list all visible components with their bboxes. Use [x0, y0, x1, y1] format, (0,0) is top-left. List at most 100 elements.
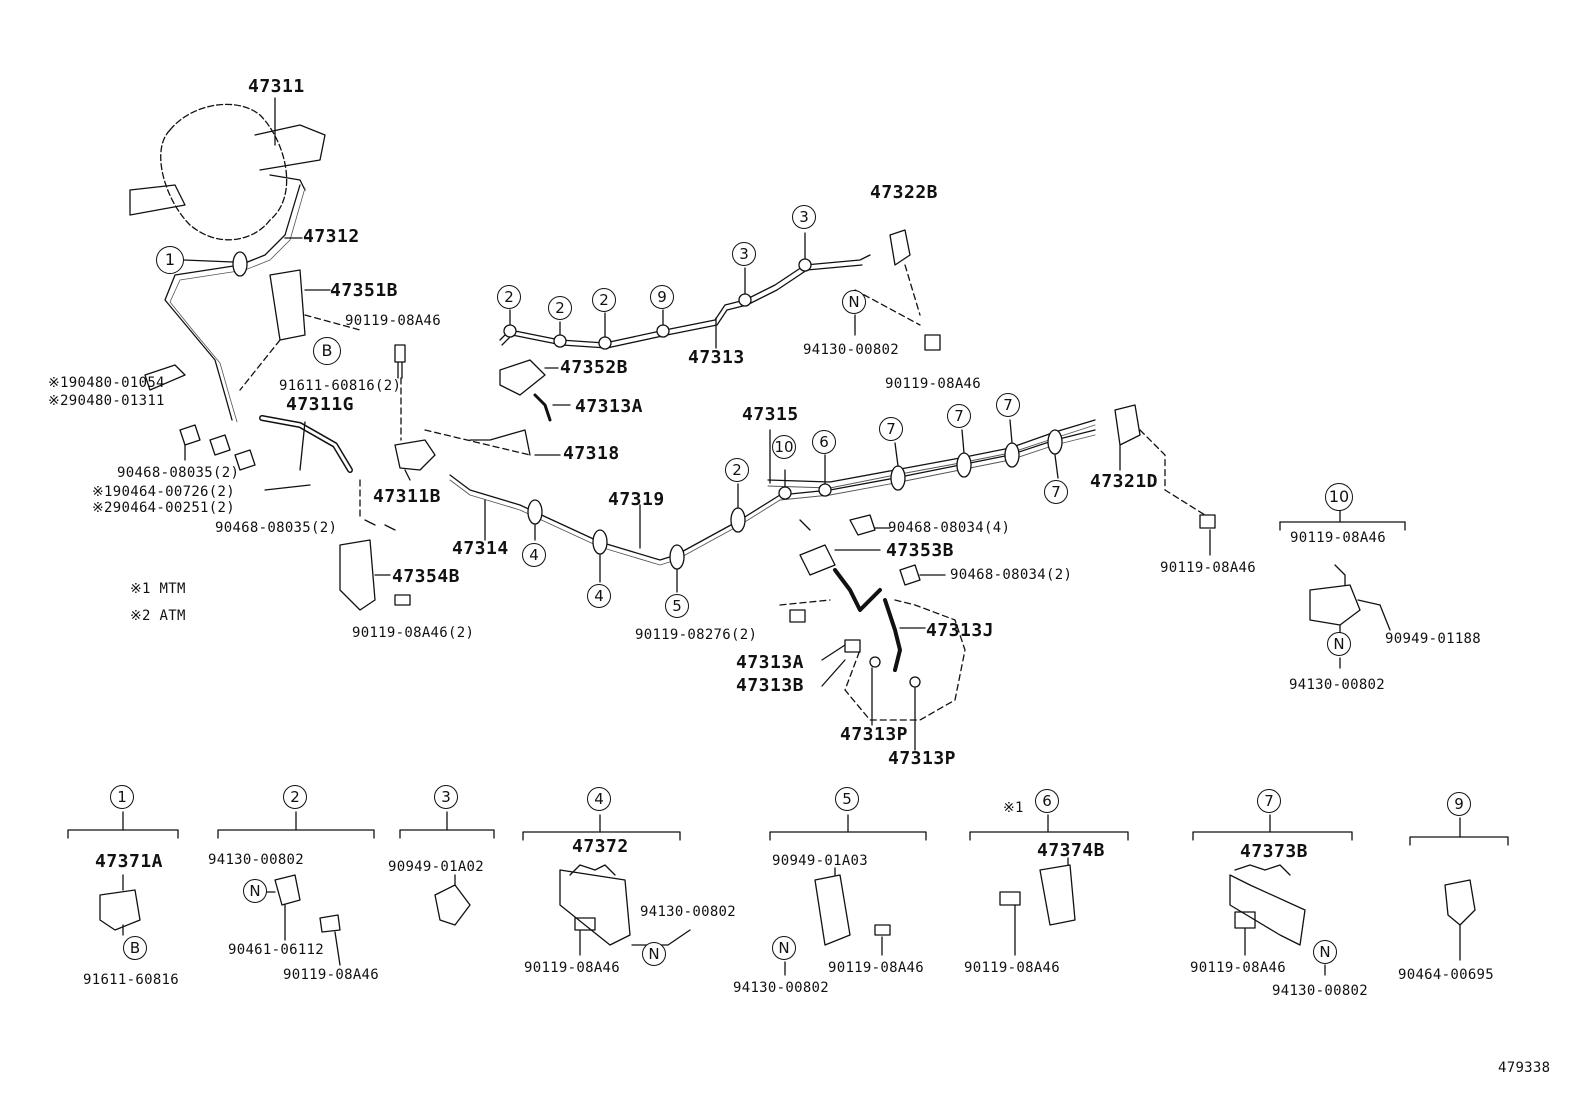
callout-10-b: 10	[1325, 483, 1353, 511]
label-g1-47371A: 47371A	[95, 851, 164, 872]
note-at: ※2 ATM	[130, 608, 186, 624]
label-47315: 47315	[742, 404, 799, 425]
label-91611-60816-2: 91611-60816(2)	[279, 378, 402, 394]
label-47312: 47312	[303, 226, 360, 247]
label-g2-90119: 90119-08A46	[283, 967, 380, 983]
label-90119-08A46-c: 90119-08A46	[1160, 560, 1257, 576]
label-g6-note: ※1	[1003, 800, 1024, 816]
label-90464-00251: ※290464-00251(2)	[92, 500, 235, 516]
callout-N-g4: N	[642, 942, 666, 966]
callout-N-g5: N	[772, 936, 796, 960]
label-g7-94130: 94130-00802	[1272, 983, 1369, 999]
label-g6-90119: 90119-08A46	[964, 960, 1061, 976]
brake-line-47313	[499, 254, 871, 344]
label-47319: 47319	[608, 489, 665, 510]
label-47313B: 47313B	[736, 675, 805, 696]
label-47313P-b: 47313P	[888, 748, 957, 769]
callout-7-c: 7	[996, 393, 1020, 417]
callout-2-d: 2	[725, 458, 749, 482]
bottom-group-brackets	[67, 811, 1509, 846]
label-90468-08034-4: 90468-08034(4)	[888, 520, 1011, 536]
label-g2-94130: 94130-00802	[208, 852, 305, 868]
label-47311G: 47311G	[286, 394, 355, 415]
label-47313A-bottom: 47313A	[736, 652, 805, 673]
label-90480-01054: ※190480-01054	[48, 375, 165, 391]
callout-2-b: 2	[548, 296, 572, 320]
label-g7-90119: 90119-08A46	[1190, 960, 1287, 976]
group-callout-7: 7	[1257, 789, 1281, 813]
label-47313J: 47313J	[926, 620, 995, 641]
label-g4-94130: 94130-00802	[640, 904, 737, 920]
callout-4-a: 4	[522, 543, 546, 567]
callout-3-a: 3	[732, 242, 756, 266]
label-47311: 47311	[248, 76, 305, 97]
label-90468-08034-2: 90468-08034(2)	[950, 567, 1073, 583]
callout-5: 5	[665, 594, 689, 618]
brake-booster-drawing	[129, 103, 326, 241]
callout-B-g1: B	[123, 936, 147, 960]
label-g5-90119: 90119-08A46	[828, 960, 925, 976]
callout-6-a: 6	[812, 430, 836, 454]
callout-4-b: 4	[587, 584, 611, 608]
callout-7-a: 7	[879, 417, 903, 441]
label-47314: 47314	[452, 538, 509, 559]
diagram-id: 479338	[1498, 1060, 1551, 1076]
label-90119-08A46-b: 90119-08A46	[885, 376, 982, 392]
note-mt: ※1 MTM	[130, 581, 186, 597]
group-callout-1: 1	[110, 785, 134, 809]
label-90468-08035-a: 90468-08035(2)	[117, 465, 240, 481]
union-47311B	[394, 439, 436, 471]
group-callout-5: 5	[835, 787, 859, 811]
label-90119-08A46-2: 90119-08A46(2)	[352, 625, 475, 641]
label-g5-90949: 90949-01A03	[772, 853, 869, 869]
label-g10-90119: 90119-08A46	[1290, 530, 1387, 546]
label-47351B: 47351B	[330, 280, 399, 301]
label-90464-00726: ※190464-00726(2)	[92, 484, 235, 500]
hose-47311G	[259, 415, 353, 473]
bracket-47351B	[269, 269, 306, 341]
label-g9-90464: 90464-00695	[1398, 967, 1495, 983]
label-g3-90949: 90949-01A02	[388, 859, 485, 875]
callout-N-g2: N	[243, 879, 267, 903]
label-47318: 47318	[563, 443, 620, 464]
label-g2-90461: 90461-06112	[228, 942, 325, 958]
label-g10-90949: 90949-01188	[1385, 631, 1482, 647]
callout-7-d: 7	[1044, 480, 1068, 504]
label-g10-94130: 94130-00802	[1289, 677, 1386, 693]
label-47321D: 47321D	[1090, 471, 1159, 492]
group-callout-9: 9	[1447, 792, 1471, 816]
callout-N-g7: N	[1313, 940, 1337, 964]
label-g5-94130: 94130-00802	[733, 980, 830, 996]
label-47322B: 47322B	[870, 182, 939, 203]
label-47353B: 47353B	[886, 540, 955, 561]
group-callout-4: 4	[587, 787, 611, 811]
label-g4-90119: 90119-08A46	[524, 960, 621, 976]
label-47313P-a: 47313P	[840, 724, 909, 745]
callout-9: 9	[650, 285, 674, 309]
callout-1: 1	[156, 246, 184, 274]
callout-B: B	[313, 337, 341, 365]
callout-10-a: 10	[772, 435, 796, 459]
label-90119-08276: 90119-08276(2)	[635, 627, 758, 643]
brake-line-47312	[164, 184, 301, 421]
group-callout-3: 3	[434, 785, 458, 809]
callout-N-b: N	[1327, 632, 1351, 656]
callout-2-c: 2	[592, 288, 616, 312]
callout-2-a: 2	[497, 285, 521, 309]
group-callout-6: 6	[1035, 789, 1059, 813]
label-g4-47372: 47372	[572, 836, 629, 857]
bracket-47354B	[339, 539, 376, 611]
label-g1-91611: 91611-60816	[83, 972, 180, 988]
label-47354B: 47354B	[392, 566, 461, 587]
callout-N-a: N	[842, 290, 866, 314]
label-94130-00802-a: 94130-00802	[803, 342, 900, 358]
callout-7-b: 7	[947, 404, 971, 428]
label-g7-47373B: 47373B	[1240, 841, 1309, 862]
label-g6-47374B: 47374B	[1037, 840, 1106, 861]
label-47313A-top: 47313A	[575, 396, 644, 417]
label-47352B: 47352B	[560, 357, 629, 378]
group-callout-2: 2	[283, 785, 307, 809]
label-47313: 47313	[688, 347, 745, 368]
